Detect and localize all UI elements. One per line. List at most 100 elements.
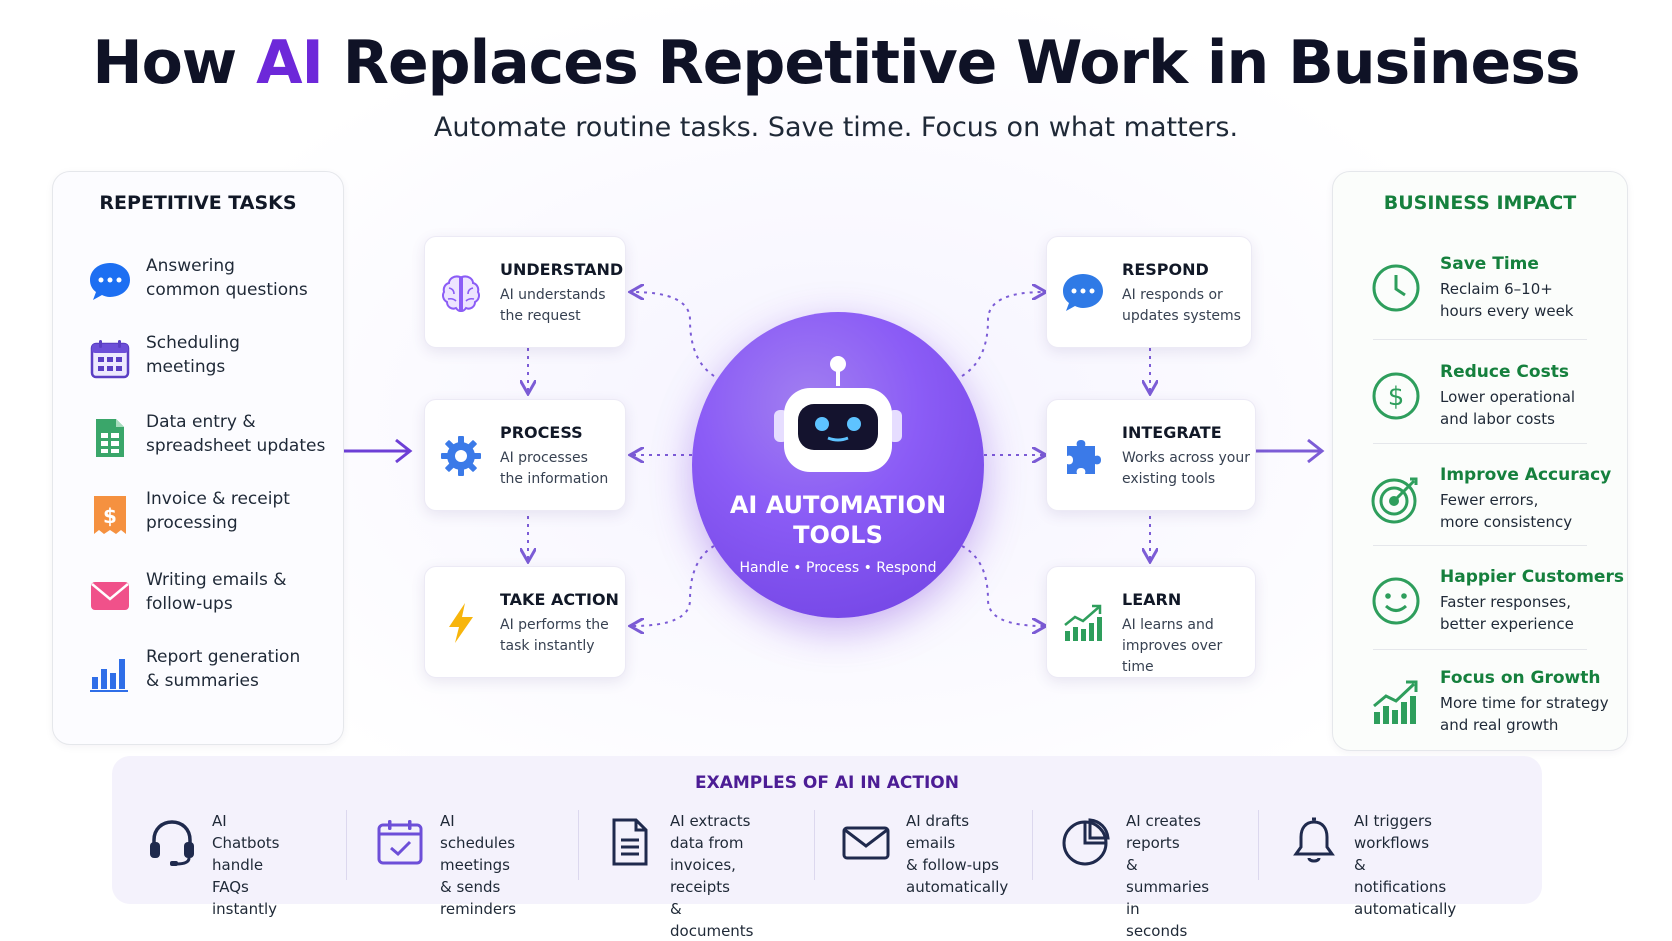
task-item: $ Invoice & receipt processing — [88, 487, 338, 547]
flow-arrow-left — [344, 438, 413, 464]
clock-icon — [1372, 264, 1420, 312]
step-title: UNDERSTAND — [500, 260, 624, 279]
hub-title: AI AUTOMATION TOOLS — [729, 491, 947, 549]
impact-title: Happier Customers — [1440, 567, 1624, 587]
impact-title: Focus on Growth — [1440, 668, 1601, 688]
examples-panel: EXAMPLES OF AI IN ACTION AI Chatbots han… — [112, 756, 1542, 940]
step-title: RESPOND — [1122, 260, 1209, 279]
growth-chart-icon — [1064, 604, 1102, 641]
example-separator — [1258, 810, 1259, 880]
chat-bubble-icon — [90, 263, 130, 300]
task-item: Scheduling meetings — [88, 331, 338, 391]
gear-icon — [441, 436, 481, 476]
example-label: AI Chatbots handle FAQs instantly — [212, 812, 280, 918]
impact-description: Lower operational and labor costs — [1440, 388, 1576, 428]
step-description: AI learns and improves over time — [1122, 617, 1223, 675]
puzzle-icon — [1067, 440, 1101, 474]
page-title: How AI Replaces Repetitive Work in Busin… — [0, 28, 1672, 98]
impact-title: Save Time — [1440, 254, 1539, 274]
step-title: TAKE ACTION — [500, 590, 619, 609]
example-separator — [346, 810, 347, 880]
impact-description: Fewer errors, more consistency — [1440, 491, 1573, 531]
step-title: LEARN — [1122, 590, 1182, 609]
step-card-process: PROCESS AI processes the information — [424, 399, 626, 511]
task-item: Answering common questions — [88, 254, 338, 314]
impact-divider — [1373, 649, 1587, 650]
pie-chart-icon — [1062, 818, 1110, 866]
step-description: AI performs the task instantly — [500, 617, 609, 654]
brain-icon — [442, 275, 480, 313]
impact-description: Faster responses, better experience — [1440, 593, 1574, 633]
task-label: Answering common questions — [146, 256, 308, 300]
envelope-icon — [842, 826, 890, 860]
impact-description: Reclaim 6–10+ hours every week — [1440, 280, 1574, 320]
step-description: AI processes the information — [500, 450, 609, 487]
bar-chart-icon — [90, 659, 128, 692]
bell-icon — [1293, 817, 1335, 863]
task-item: Writing emails & follow-ups — [88, 568, 338, 628]
step-description: AI responds or updates systems — [1122, 287, 1241, 324]
task-item: Report generation & summaries — [88, 645, 338, 705]
svg-text:$: $ — [103, 504, 117, 528]
example-label: AI triggers workflows & notifications au… — [1354, 812, 1457, 918]
panel-title: REPETITIVE TASKS — [99, 192, 297, 214]
step-card-understand: UNDERSTAND AI understands the request — [424, 236, 626, 348]
step-card-respond: RESPOND AI responds or updates systems — [1046, 236, 1252, 348]
task-label: Data entry & spreadsheet updates — [146, 412, 326, 456]
task-label: Invoice & receipt processing — [146, 489, 290, 533]
title-highlight: AI — [256, 28, 324, 98]
example-label: AI drafts emails & follow-ups automatica… — [906, 812, 1009, 896]
panel-title: BUSINESS IMPACT — [1383, 192, 1577, 214]
growth-chart-icon — [1373, 680, 1418, 724]
robot-icon — [774, 356, 902, 472]
title-part: How — [92, 28, 257, 98]
example-separator — [1032, 810, 1033, 880]
impact-item: Save Time Reclaim 6–10+ hours every week — [1370, 254, 1620, 334]
business-impact-panel: BUSINESS IMPACT — [1332, 171, 1628, 751]
task-item: Data entry & spreadsheet updates — [88, 410, 338, 470]
impact-title: Improve Accuracy — [1440, 465, 1612, 485]
document-icon — [612, 818, 648, 866]
dollar-icon: $ — [1372, 372, 1420, 420]
impact-item: Happier Customers Faster responses, bett… — [1370, 567, 1624, 647]
impact-description: More time for strategy and real growth — [1440, 694, 1609, 734]
invoice-icon: $ — [94, 496, 126, 534]
spreadsheet-icon — [96, 419, 124, 457]
step-card-learn: LEARN AI learns and improves over time — [1046, 566, 1256, 678]
calendar-icon — [90, 340, 130, 379]
step-title: INTEGRATE — [1122, 423, 1222, 442]
task-label: Report generation & summaries — [146, 647, 301, 691]
title-part: Replaces Repetitive Work in Business — [322, 28, 1581, 98]
impact-divider — [1373, 443, 1587, 444]
impact-divider — [1373, 545, 1587, 546]
step-title: PROCESS — [500, 423, 583, 442]
smiley-icon — [1372, 577, 1420, 625]
example-label: AI creates reports & summaries in second… — [1126, 812, 1210, 940]
step-description: Works across your existing tools — [1122, 450, 1251, 487]
step-description: AI understands the request — [500, 287, 606, 324]
task-label: Scheduling meetings — [146, 333, 240, 377]
flow-arrow-right — [1256, 438, 1325, 464]
impact-item: Focus on Growth More time for strategy a… — [1370, 668, 1620, 748]
step-card-integrate: INTEGRATE Works across your existing too… — [1046, 399, 1256, 511]
envelope-icon — [91, 582, 129, 610]
lightning-icon — [449, 603, 473, 643]
impact-title: Reduce Costs — [1440, 362, 1569, 382]
impact-item: Improve Accuracy Fewer errors, more cons… — [1370, 465, 1620, 545]
example-separator — [578, 810, 579, 880]
step-card-take-action: TAKE ACTION AI performs the task instant… — [424, 566, 626, 678]
example-separator — [814, 810, 815, 880]
headset-icon — [150, 820, 194, 866]
impact-divider — [1373, 339, 1587, 340]
example-label: AI schedules meetings & sends reminders — [440, 812, 517, 918]
target-icon — [1371, 477, 1418, 524]
hub-subtitle: Handle • Process • Respond — [739, 560, 937, 576]
examples-title: EXAMPLES OF AI IN ACTION — [695, 773, 959, 793]
svg-text:$: $ — [1388, 382, 1405, 412]
calendar-check-icon — [377, 820, 423, 865]
example-label: AI extracts data from invoices, receipts… — [670, 812, 754, 940]
chat-bubble-icon — [1063, 274, 1103, 311]
page-subtitle: Automate routine tasks. Save time. Focus… — [433, 112, 1239, 143]
impact-item: $ Reduce Costs Lower operational and lab… — [1370, 362, 1620, 442]
